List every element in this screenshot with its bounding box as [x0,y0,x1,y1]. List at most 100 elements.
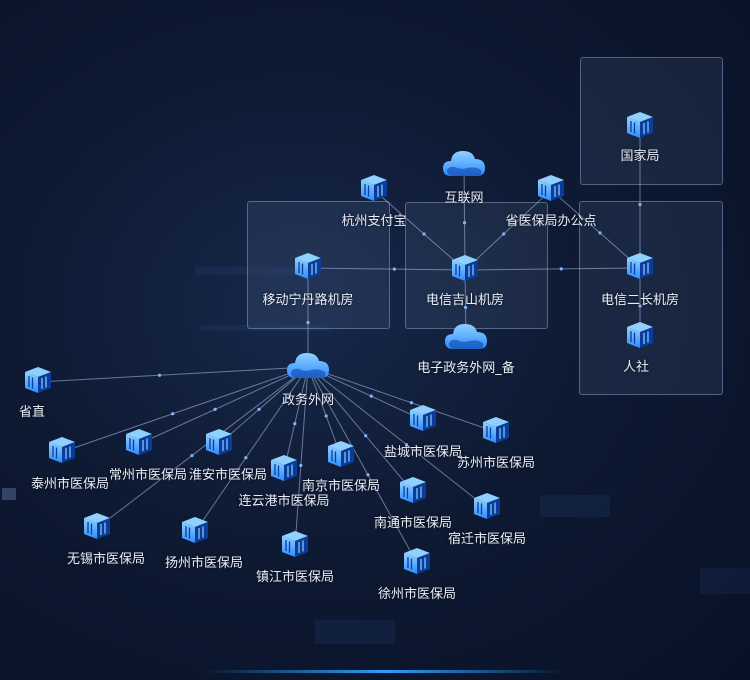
link-flow-dot [462,221,467,225]
link-flow-dot [422,232,426,236]
link-zhengwu-xuzhou [307,366,418,564]
link-flow-dot [366,473,370,477]
server-cabinet-icon [472,491,502,525]
node-label: 省医保局办公点 [505,214,597,229]
cloud-network-icon [441,146,487,184]
link-zhengwu-lianyungang [283,366,309,471]
link-shengyibao-office-dianxin-erchang [550,189,641,269]
server-cabinet-icon [625,320,655,354]
node-label: 镇江市医保局 [255,570,335,585]
server-cabinet-icon [82,511,112,545]
link-flow-dot [638,304,642,308]
link-flow-dot [244,456,248,460]
link-shengyibao-office-dianxin-jishan [464,189,552,271]
server-cabinet-icon [326,439,356,473]
link-flow-dot [306,320,310,325]
node-label: 国家局 [620,149,660,164]
background-panel [700,568,750,594]
node-label: 苏州市医保局 [456,456,536,471]
link-flow-dot [598,231,602,235]
link-flow-dot [157,373,162,377]
server-cabinet-icon [408,403,438,437]
link-zhengwu-nantong [307,366,414,493]
link-zhengwu-wuxi [96,366,309,529]
node-label: 移动宁丹路机房 [262,293,354,308]
background-panel [200,325,330,331]
node-label: 泰州市医保局 [30,477,110,492]
link-flow-dot [638,202,642,207]
link-zhengwu-shengzhi [37,366,309,383]
link-zhengwu-nanjing [307,366,342,457]
background-panel [2,488,16,500]
link-zhengwu-suqian [307,366,488,509]
node-label: 徐州市医保局 [377,587,457,602]
link-flow-dot [463,305,468,309]
node-label: 电信吉山机房 [425,293,505,308]
cloud-network-icon [285,348,331,386]
server-cabinet-icon [180,515,210,549]
link-hulianwang-dianxin-jishan [463,164,466,271]
server-cabinet-icon [269,453,299,487]
server-cabinet-icon [625,251,655,285]
link-zhengwu-changzhou [138,366,309,445]
link-flow-dot [190,453,194,458]
node-label: 人社 [622,360,650,375]
node-label: 扬州市医保局 [164,556,244,571]
link-yidong-dianxin-jishan [307,267,466,271]
link-dianxin-jishan-dianxin-erchang [464,267,641,271]
node-label: 杭州支付宝 [341,214,407,229]
link-zhengwu-yangzhou [194,366,309,533]
cloud-network-icon [443,319,489,357]
node-label: 互联网 [444,191,484,206]
background-panel [315,620,395,644]
server-cabinet-icon [481,415,511,449]
link-flow-dot [392,267,396,271]
link-flow-dot [502,232,506,236]
link-flow-dot [299,463,303,468]
link-flow-dot [324,414,328,418]
node-label: 连云港市医保局 [238,494,330,509]
server-cabinet-icon [204,427,234,461]
link-hangzhou-dianxin-jishan [373,189,466,271]
server-cabinet-icon [536,173,566,207]
link-flow-dot [559,267,563,271]
link-flow-dot [293,422,297,426]
node-label: 常州市医保局 [108,468,188,483]
link-flow-dot [257,407,261,411]
server-cabinet-icon [23,365,53,399]
node-label: 省直 [18,405,46,420]
background-panel [540,495,610,517]
node-label: 南京市医保局 [301,479,381,494]
server-cabinet-icon [450,253,480,287]
link-flow-dot [409,401,413,405]
server-cabinet-icon [398,475,428,509]
link-zhengwu-suzhou [307,366,497,433]
link-zhengwu-taizhou [61,366,309,453]
server-cabinet-icon [47,435,77,469]
group-box-g-dianxin-erchang [579,201,723,395]
link-flow-dot [171,412,175,416]
node-label: 电信二长机房 [600,293,680,308]
node-label: 淮安市医保局 [188,468,268,483]
node-label: 宿迁市医保局 [447,532,527,547]
node-label: 政务外网 [281,393,335,408]
node-label: 南通市医保局 [373,516,453,531]
link-flow-dot [369,394,373,398]
node-label: 电子政务外网_备 [417,361,515,376]
server-cabinet-icon [293,251,323,285]
node-label: 盐城市医保局 [383,445,463,460]
link-flow-dot [364,434,368,438]
link-zhengwu-zhenjiang [294,366,309,547]
link-flow-dot [213,407,217,411]
link-zhengwu-huaian [218,366,309,445]
node-label: 无锡市医保局 [66,552,146,567]
server-cabinet-icon [359,173,389,207]
link-zhengwu-yancheng [307,366,424,421]
background-panel [195,267,305,275]
server-cabinet-icon [280,529,310,563]
link-flow-dot [404,442,409,447]
server-cabinet-icon [402,546,432,580]
bottom-glow-bar [205,670,565,673]
server-cabinet-icon [124,427,154,461]
